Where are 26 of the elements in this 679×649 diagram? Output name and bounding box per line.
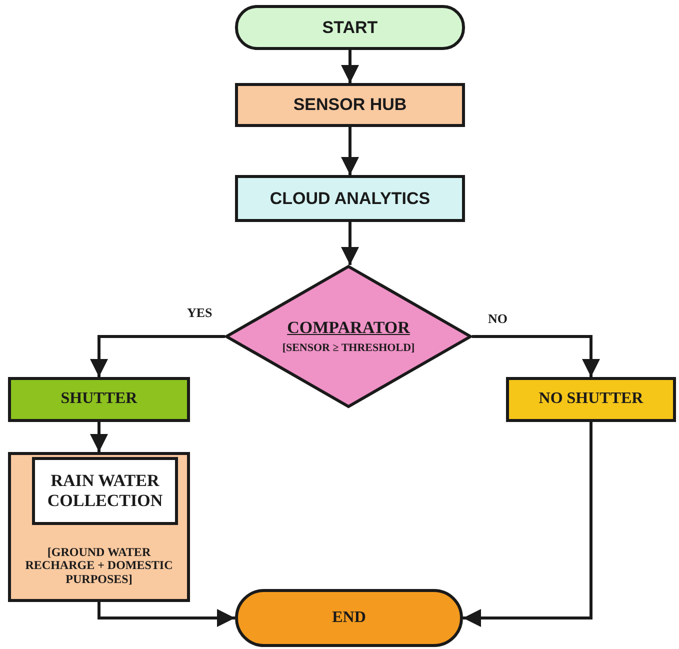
arrow	[472, 335, 600, 377]
decision-diamond	[225, 265, 472, 408]
process-box	[235, 83, 465, 127]
arrow	[463, 422, 592, 627]
node-text: COMPARATOR	[287, 318, 410, 338]
node-text: CLOUD ANALYTICS	[270, 188, 430, 208]
process-box	[8, 377, 190, 422]
arrow	[98, 602, 235, 627]
node-text: RAIN WATER COLLECTION	[46, 471, 164, 511]
group-box	[8, 452, 190, 602]
process-box	[506, 377, 676, 422]
process-box	[235, 175, 465, 222]
arrow	[90, 335, 225, 377]
node-text: END	[332, 608, 366, 628]
arrow	[90, 422, 108, 452]
terminal-box	[235, 5, 465, 50]
arrow	[341, 222, 359, 265]
arrow	[341, 127, 359, 175]
node-text: SHUTTER	[60, 390, 138, 409]
node-text: [GROUND WATER RECHARGE + DOMESTIC PURPOSES]	[24, 546, 174, 587]
condition-text: [SENSOR ≥ THRESHOLD]	[282, 342, 415, 355]
process-box	[32, 457, 178, 525]
node-text: START	[322, 18, 378, 38]
node-text: NO SHUTTER	[538, 390, 644, 409]
arrow	[341, 50, 359, 83]
node-text: SENSOR HUB	[293, 95, 407, 115]
